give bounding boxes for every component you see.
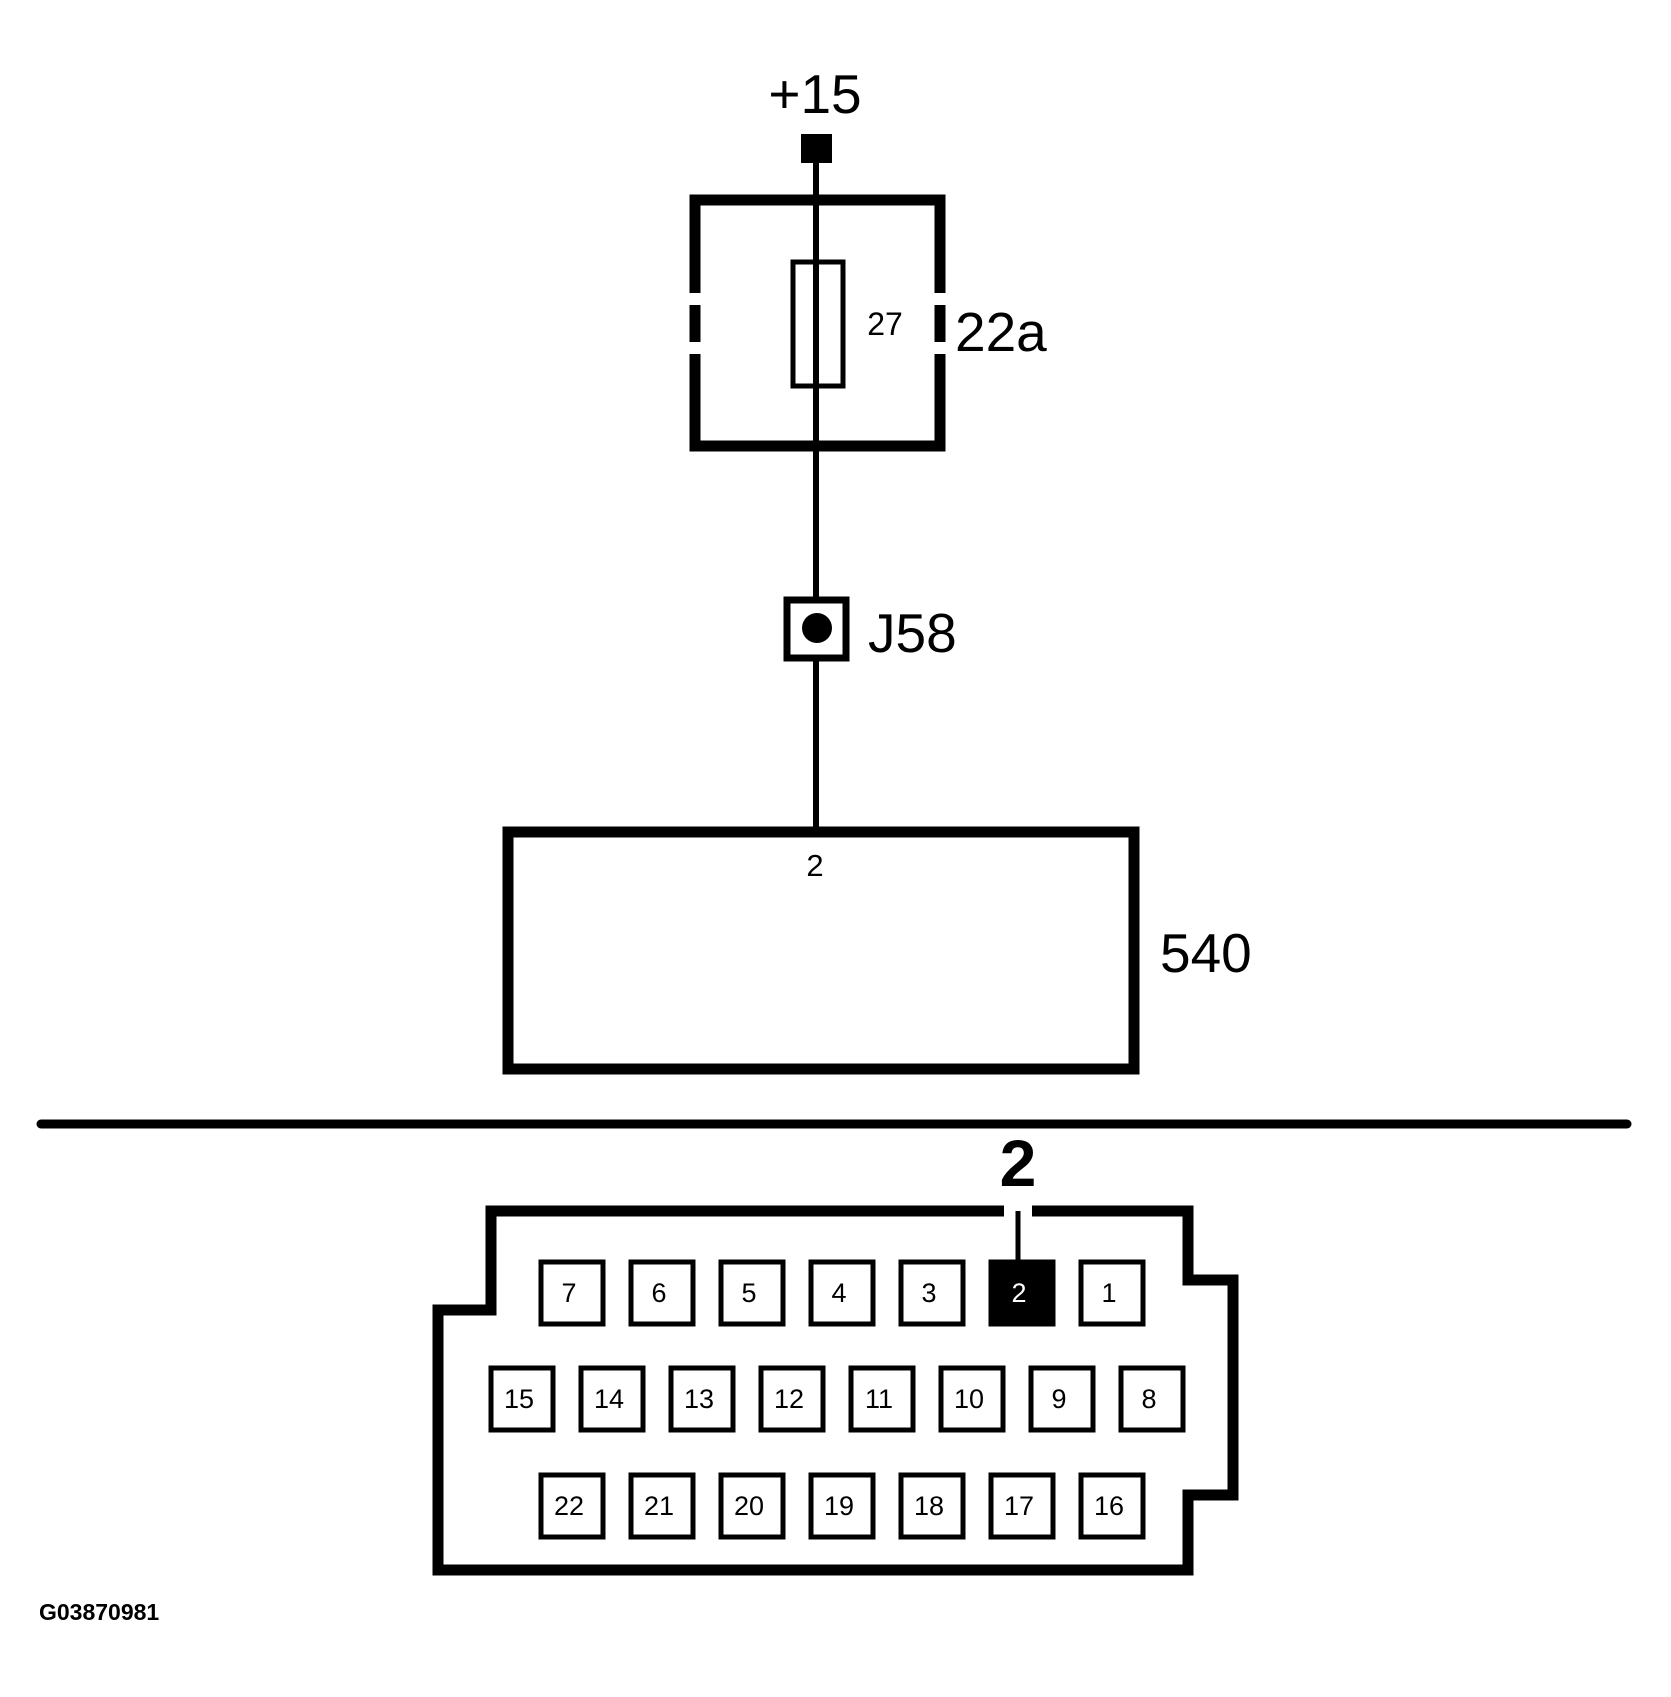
connector-pin-4: 4 — [808, 1259, 876, 1327]
connector-pin-16: 16 — [1078, 1472, 1146, 1540]
connector-pin-6: 6 — [628, 1259, 696, 1327]
fuse-box — [689, 194, 946, 452]
connector-pin-label: 16 — [1094, 1491, 1124, 1521]
module-label: 540 — [1160, 922, 1252, 984]
connector-pin-10: 10 — [938, 1365, 1006, 1433]
connector-pin-label: 15 — [504, 1384, 534, 1414]
connector-pin-label: 22 — [554, 1491, 584, 1521]
figure-id: G03870981 — [39, 1599, 159, 1625]
connector-pin-label: 11 — [865, 1384, 893, 1414]
supply-terminal — [801, 134, 832, 163]
module-pin-label: 2 — [806, 848, 823, 883]
fuse-symbol — [790, 259, 846, 389]
connector-pin-22: 22 — [538, 1472, 606, 1540]
junction-label: J58 — [868, 602, 957, 664]
connector-pin-label: 7 — [561, 1278, 576, 1308]
connector-pin-14: 14 — [578, 1365, 646, 1433]
connector-pin-label: 4 — [831, 1278, 846, 1308]
connector-pin-label: 1 — [1101, 1278, 1116, 1308]
connector-pin-label: 20 — [734, 1491, 764, 1521]
connector-pin-label: 6 — [651, 1278, 666, 1308]
fuse-box-label: 22a — [955, 301, 1047, 363]
connector-pin-5: 5 — [718, 1259, 786, 1327]
connector-pin-21: 21 — [628, 1472, 696, 1540]
connector-pin-label: 18 — [914, 1491, 944, 1521]
connector-pin-8: 8 — [1118, 1365, 1186, 1433]
module-box — [502, 826, 1140, 1075]
connector-pin-7: 7 — [538, 1259, 606, 1327]
connector-pin-13: 13 — [668, 1365, 736, 1433]
connector-housing — [432, 1205, 1239, 1576]
connector-pin-label: 13 — [684, 1384, 714, 1414]
connector-pin-9: 9 — [1028, 1365, 1096, 1433]
connector-pin-2: 2 — [988, 1259, 1056, 1327]
connector-pin-17: 17 — [988, 1472, 1056, 1540]
connector-pin-12: 12 — [758, 1365, 826, 1433]
connector-pin-label: 21 — [644, 1491, 674, 1521]
connector-pin-label: 12 — [774, 1384, 804, 1414]
connector-pin-label: 19 — [824, 1491, 854, 1521]
connector-pin-label: 3 — [921, 1278, 936, 1308]
connector-pin-1: 1 — [1078, 1259, 1146, 1327]
connector-pin-label: 8 — [1141, 1384, 1156, 1414]
connector-pin-19: 19 — [808, 1472, 876, 1540]
connector-callout: 2 — [1000, 1126, 1037, 1200]
connector-pin-label: 5 — [741, 1278, 756, 1308]
connector-pin-label: 9 — [1051, 1384, 1066, 1414]
fuse-number: 27 — [867, 306, 903, 342]
supply-label: +15 — [768, 63, 861, 125]
connector-pin-3: 3 — [898, 1259, 966, 1327]
connector-pin-label: 10 — [954, 1384, 984, 1414]
connector-pin-15: 15 — [488, 1365, 556, 1433]
connector-pin-label: 17 — [1004, 1491, 1034, 1521]
connector-pin-18: 18 — [898, 1472, 966, 1540]
connector-pin-label: 14 — [594, 1384, 624, 1414]
connector-pin-20: 20 — [718, 1472, 786, 1540]
junction-dot — [802, 613, 832, 643]
connector-pin-label: 2 — [1011, 1278, 1026, 1308]
connector-pin-11: 11 — [848, 1365, 916, 1433]
